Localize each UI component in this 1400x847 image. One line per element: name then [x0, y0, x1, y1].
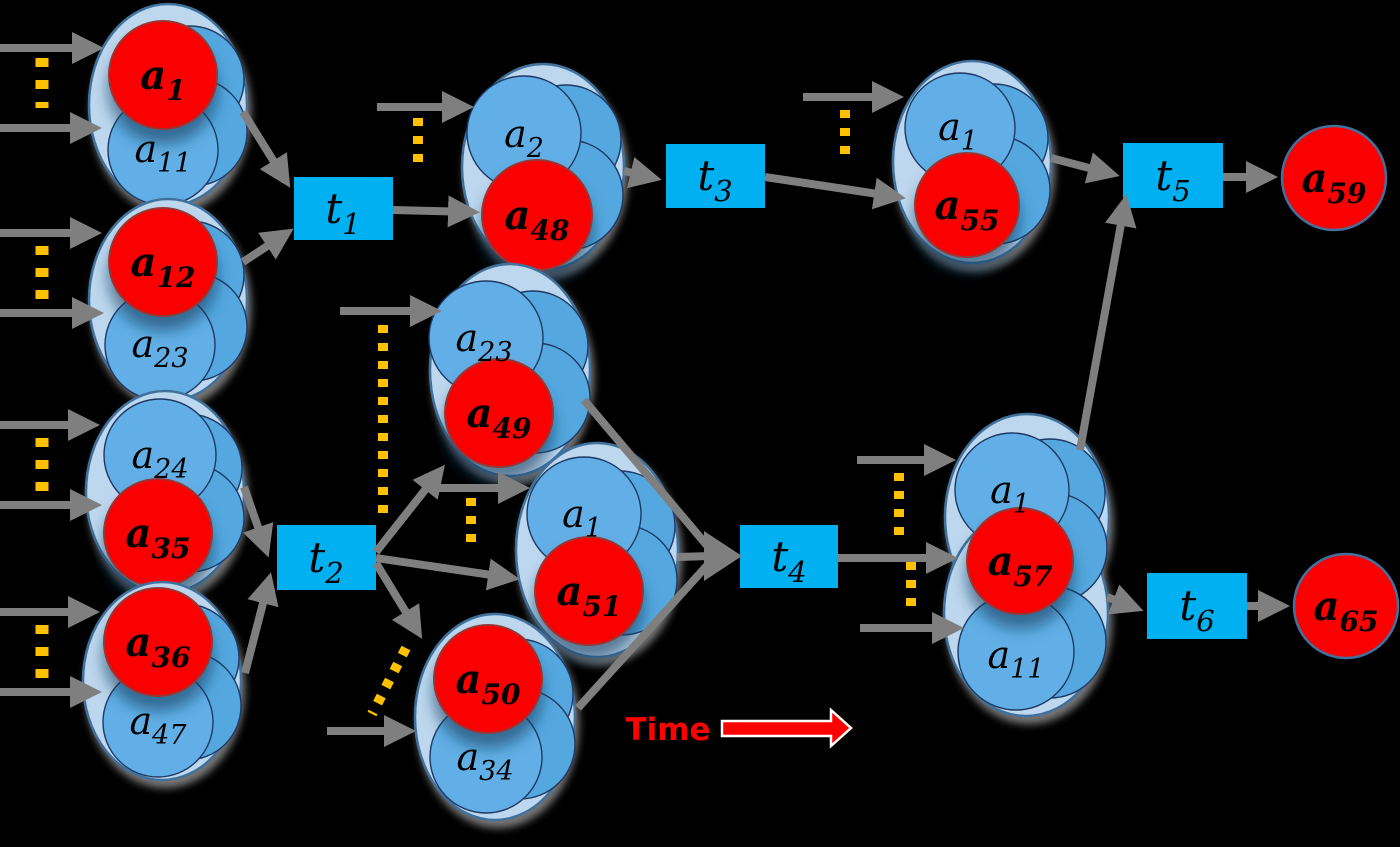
cluster-2: a12 a23	[87, 197, 249, 403]
node-a1d-label: a1	[938, 105, 978, 157]
node-a50-label: a50	[456, 656, 521, 711]
node-a23-label: a23	[131, 322, 188, 374]
node-a36-label: a36	[126, 619, 191, 674]
time-annotation: Time	[625, 707, 853, 749]
node-a57-label: a57	[988, 538, 1053, 593]
node-a24-label: a24	[131, 433, 188, 485]
node-a1-label: a1	[140, 52, 185, 107]
arrow-c2-to-t1	[240, 228, 294, 266]
cluster-3: a24 a35	[84, 389, 246, 595]
cluster-6: a23 a49	[428, 262, 592, 478]
cluster-5: a2 a48	[460, 62, 626, 272]
node-a2-label: a2	[504, 112, 544, 164]
cluster-1: a1 a11	[87, 2, 249, 208]
arrow-t2-to-a51	[375, 554, 520, 591]
arrow-c3-to-t2	[240, 485, 274, 558]
cluster-9: a1 a55	[891, 59, 1053, 265]
transition-t1-box	[294, 177, 393, 240]
node-a65-circle	[1292, 552, 1400, 660]
node-a55-active-circle	[914, 152, 1020, 258]
node-a49-label: a49	[467, 390, 532, 445]
node-a1e-label: a1	[990, 468, 1030, 520]
arrowhead-into-t4	[704, 531, 742, 581]
node-a59-label: a59	[1302, 155, 1367, 210]
cluster-4: a36 a47	[81, 580, 243, 782]
time-label: Time	[625, 712, 710, 748]
node-a65-label: a65	[1314, 583, 1379, 638]
node-a49-active-circle	[444, 358, 554, 468]
transition-t5-box	[1123, 143, 1223, 208]
node-a48-label: a48	[505, 192, 570, 247]
arrow-c8-to-t4	[575, 557, 715, 711]
arrow-c10-to-t5	[1076, 194, 1137, 451]
arrow-c5-to-t3	[623, 156, 662, 189]
transition-t1-label: t1	[325, 184, 360, 241]
ellipsis-dots	[35, 58, 916, 717]
transition-t2-label: t2	[308, 533, 343, 590]
output-nodes: a59 a65	[1280, 124, 1400, 660]
node-a12-active-circle	[108, 207, 218, 317]
arrow-t3-to-a55	[764, 173, 906, 210]
node-a47-label: a47	[129, 699, 187, 751]
cluster-10: a1 a57 a11	[942, 412, 1111, 718]
dots-diagonal-c8	[367, 645, 411, 717]
arrow-t1-to-a48	[392, 195, 480, 228]
arrow-c10-to-t6	[1105, 584, 1144, 615]
node-a36-active-circle	[103, 587, 213, 697]
node-a51-active-circle	[534, 536, 644, 646]
transition-t3-box	[666, 144, 765, 208]
arrow-c4-to-t2	[241, 572, 279, 674]
cluster-7: a1 a51	[514, 441, 680, 659]
transitions: t1 t2 t3 t4 t5 t6	[277, 143, 1247, 639]
node-a11b-label: a11	[987, 633, 1044, 685]
transition-t4-label: t4	[771, 532, 806, 589]
node-a57-active-circle	[966, 507, 1074, 615]
node-a23b-label: a23	[455, 316, 512, 368]
node-a34-label: a34	[456, 735, 513, 787]
arrow-c6-to-t4	[580, 397, 714, 552]
transition-t6-box	[1147, 573, 1247, 639]
transition-t4-box	[740, 525, 838, 588]
node-a11-label: a11	[134, 127, 191, 179]
arrows	[0, 32, 1290, 747]
arrow-c1-to-t1	[239, 109, 291, 188]
cluster-8: a50 a34	[413, 612, 577, 822]
transition-t2-box	[277, 525, 376, 590]
transition-t5-label: t5	[1155, 151, 1190, 208]
node-a1c-label: a1	[562, 492, 602, 544]
node-a12-label: a12	[131, 239, 196, 294]
arrow-c9-to-t5	[1049, 152, 1120, 184]
node-a50-active-circle	[433, 624, 543, 734]
node-a35-label: a35	[126, 510, 191, 565]
node-a51-label: a51	[557, 568, 622, 623]
arrow-t2-to-a50	[372, 560, 423, 639]
transition-t3-label: t3	[697, 151, 732, 208]
node-a59-circle	[1280, 124, 1388, 232]
time-arrow	[720, 707, 853, 749]
arrow-t2-to-a49	[372, 464, 445, 555]
node-a55-label: a55	[935, 182, 1000, 237]
node-a1-active-circle	[108, 20, 218, 130]
transition-t6-label: t6	[1179, 581, 1214, 638]
